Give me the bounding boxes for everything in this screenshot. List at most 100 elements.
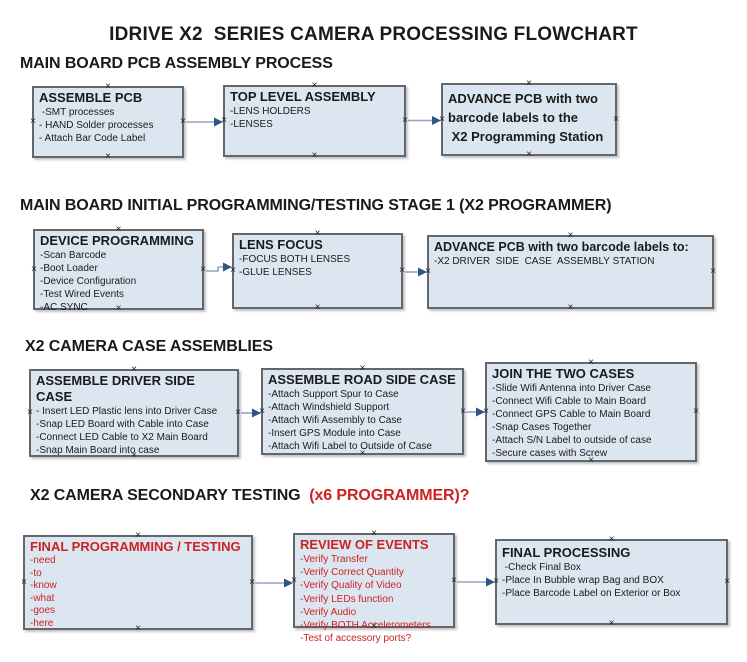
section-header-pcb-assembly: MAIN BOARD PCB ASSEMBLY PROCESS [20, 55, 333, 72]
box-title: DEVICE PROGRAMMING [40, 233, 194, 248]
connection-handle-icon: × [526, 78, 532, 89]
flow-box-top-level-assembly: TOP LEVEL ASSEMBLY -LENS HOLDERS -LENSES… [221, 81, 408, 161]
box-item: -Test Wired Events [40, 289, 124, 300]
connector-arrowhead-icon [432, 116, 441, 125]
flow-box-assemble-driver-side-case: ASSEMBLE DRIVER SIDE CASE - Insert LED P… [27, 365, 241, 461]
box-title: REVIEW OF EVENTS [300, 537, 429, 552]
connection-handle-icon: × [221, 115, 227, 126]
connection-handle-icon: × [235, 407, 241, 418]
box-item: -here [30, 617, 54, 629]
connection-handle-icon: × [200, 263, 206, 275]
flow-box-assemble-pcb: ASSEMBLE PCB -SMT processes - HAND Solde… [30, 82, 186, 162]
connection-handle-icon: × [724, 576, 730, 587]
connection-handle-icon: × [105, 151, 111, 162]
flow-box-final-processing: FINAL PROCESSING -Check Final Box -Place… [493, 535, 730, 629]
box-line: barcode labels to the [448, 110, 579, 125]
box-item: -Verify Quality of Video [300, 580, 402, 592]
box-item: - Insert LED Plastic lens into Driver Ca… [36, 406, 218, 417]
box-item: -LENS HOLDERS [230, 106, 311, 117]
box-item: -FOCUS BOTH LENSES [239, 254, 351, 265]
box-title: FINAL PROCESSING [502, 545, 631, 560]
connector-arrowhead-icon [223, 262, 232, 272]
box-item: -AC SYNC [40, 302, 88, 313]
box-item: -Snap LED Board with Cable into Case [36, 419, 209, 430]
box-item: -to [30, 567, 42, 579]
connection-handle-icon: × [483, 406, 489, 417]
box-item: -Attach Wifi Assembly to Case [268, 415, 402, 426]
box-item: -what [30, 592, 55, 604]
box-item: -Attach Windshield Support [268, 402, 390, 413]
box-item: -GLUE LENSES [239, 267, 312, 278]
connection-handle-icon: × [180, 116, 186, 127]
flow-box-join-two-cases: JOIN THE TWO CASES -Slide Wifi Antenna i… [483, 358, 699, 466]
connection-handle-icon: × [291, 574, 297, 586]
connection-handle-icon: × [314, 302, 321, 313]
box-item: -Scan Barcode [40, 250, 107, 261]
flow-box-final-programming-testing: FINAL PROGRAMMING / TESTING -need -to -k… [21, 531, 255, 634]
connection-handle-icon: × [27, 407, 33, 418]
connection-handle-icon: × [460, 405, 466, 417]
connection-handle-icon: × [710, 266, 716, 277]
flow-box-device-programming: DEVICE PROGRAMMING -Scan Barcode -Boot L… [31, 225, 206, 314]
box-item: -Check Final Box [502, 562, 581, 573]
box-title: ADVANCE PCB with two barcode labels to: [434, 240, 689, 254]
box-item: -SMT processes [39, 107, 115, 118]
connector-arrowhead-icon [284, 578, 293, 588]
box-item: -Connect Wifi Cable to Main Board [492, 396, 646, 407]
box-item: - HAND Solder processes [39, 120, 154, 131]
box-title: JOIN THE TWO CASES [492, 366, 635, 381]
box-title: TOP LEVEL ASSEMBLY [230, 89, 376, 104]
box-title: ASSEMBLE ROAD SIDE CASE [268, 372, 456, 387]
box-item: -Snap Main Board into case [36, 445, 160, 456]
connection-handle-icon: × [608, 534, 615, 545]
connection-handle-icon: × [402, 115, 408, 126]
connector-arrowhead-icon [486, 577, 495, 587]
connection-handle-icon: × [31, 263, 37, 275]
flow-box-assemble-road-side-case: ASSEMBLE ROAD SIDE CASE -Attach Support … [259, 364, 466, 459]
box-item: -Verify LEDs function [300, 593, 394, 605]
box-item: -Attach S/N Label to outside of case [492, 435, 652, 446]
connection-handle-icon: × [230, 265, 236, 276]
connection-handle-icon: × [30, 116, 36, 127]
section-header-black-part: X2 CAMERA SECONDARY TESTING [30, 487, 310, 504]
connector-arrowhead-icon [476, 407, 485, 417]
box-item: -Attach Wifi Label to Outside of Case [268, 441, 432, 452]
box-title: ASSEMBLE DRIVER SIDE CASE [36, 373, 199, 404]
connection-handle-icon: × [439, 113, 445, 125]
connection-handle-icon: × [567, 302, 574, 313]
box-item: -know [30, 580, 57, 591]
connection-handle-icon: × [399, 265, 405, 276]
flow-box-advance-pcb-driver-station: ADVANCE PCB with two barcode labels to: … [425, 231, 716, 313]
box-line: X2 Programming Station [448, 129, 604, 144]
connection-handle-icon: × [21, 576, 27, 588]
section-header-secondary-testing: X2 CAMERA SECONDARY TESTING (x6 PROGRAMM… [30, 487, 470, 505]
box-item-overflow: -Test of accessory ports? [300, 633, 412, 645]
connection-handle-icon: × [613, 113, 619, 125]
connector-elbow-line [206, 266, 226, 272]
box-item: -goes [30, 605, 56, 616]
box-item: -Connect LED Cable to X2 Main Board [36, 432, 208, 443]
flow-box-advance-pcb-programming-station: ADVANCE PCB with two barcode labels to t… [439, 79, 619, 160]
connection-handle-icon: × [608, 618, 615, 629]
box-item: -Slide Wifi Antenna into Driver Case [492, 383, 651, 394]
section-header-red-part: (x6 PROGRAMMER)? [309, 487, 470, 504]
connector-arrowhead-icon [418, 267, 427, 277]
box-item: -LENSES [230, 119, 273, 130]
box-line: ADVANCE PCB with two [448, 91, 598, 106]
connection-handle-icon: × [526, 149, 532, 160]
flow-box-lens-focus: LENS FOCUS -FOCUS BOTH LENSES -GLUE LENS… [230, 229, 405, 313]
box-item: -Boot Loader [40, 263, 98, 274]
connection-handle-icon: × [493, 576, 499, 587]
box-item: -Verify Audio [300, 606, 357, 618]
box-item: -Verify Correct Quantity [300, 567, 404, 579]
connection-handle-icon: × [425, 266, 431, 277]
box-item: -need [30, 555, 56, 566]
box-title: ASSEMBLE PCB [39, 90, 143, 105]
box-item: -Secure cases with Screw [492, 448, 608, 459]
connection-handle-icon: × [259, 405, 265, 417]
box-item: -Device Configuration [40, 276, 137, 287]
connection-handle-icon: × [249, 576, 255, 588]
box-item: -Place Barcode Label on Exterior or Box [502, 588, 681, 599]
connection-handle-icon: × [451, 574, 457, 586]
